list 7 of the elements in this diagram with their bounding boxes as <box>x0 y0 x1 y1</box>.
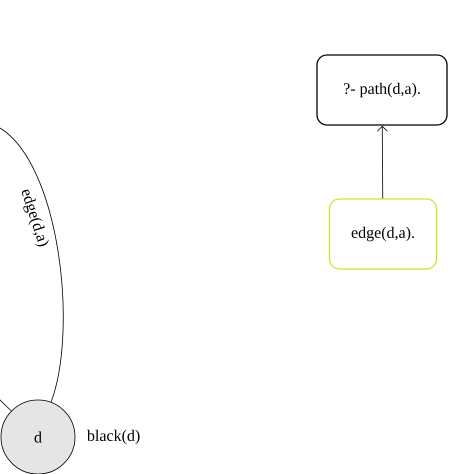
goal-box: ?- path(d,a). <box>316 54 448 126</box>
arrow <box>376 126 388 199</box>
connector-line <box>0 398 12 412</box>
goal-box: edge(d,a). <box>328 198 438 270</box>
connector-line <box>0 128 64 402</box>
node-annotation: black(d) <box>86 430 140 444</box>
edge-label: edge(d,a) <box>16 186 52 250</box>
